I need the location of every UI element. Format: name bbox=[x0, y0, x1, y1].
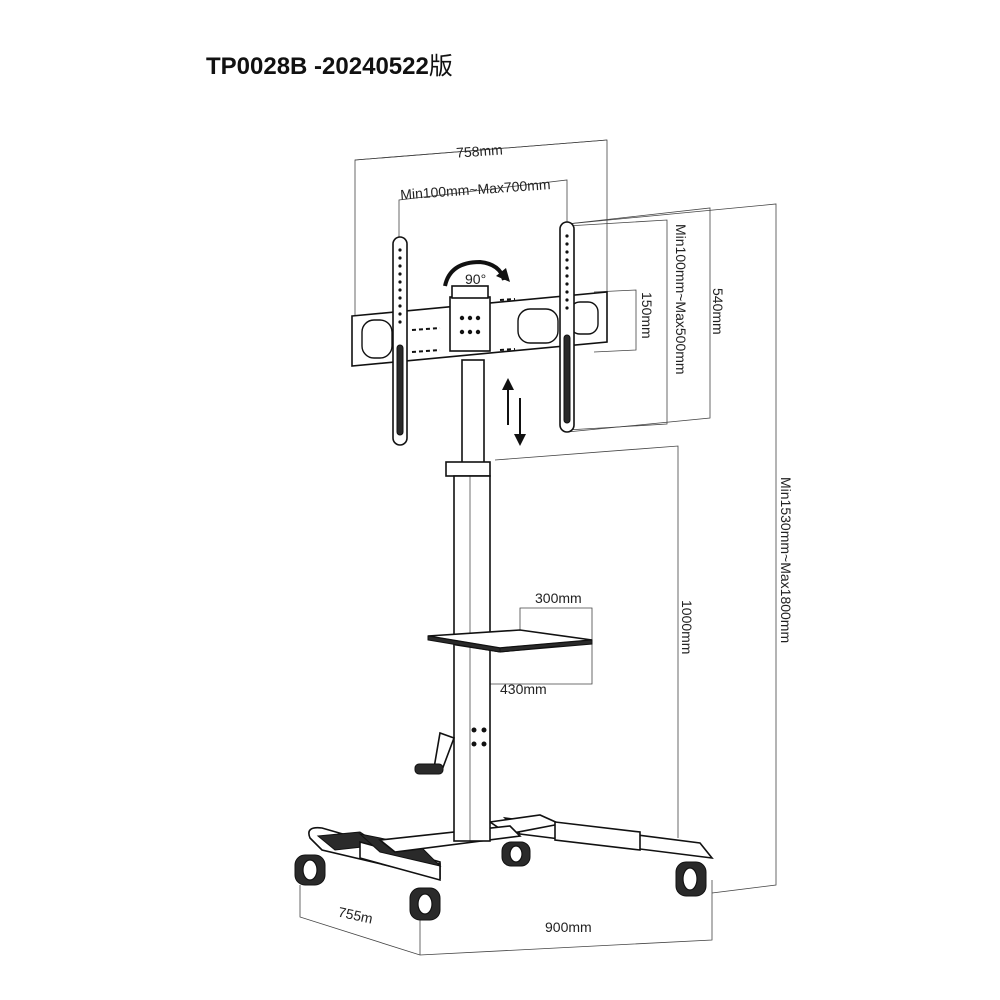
caster-front-left bbox=[294, 854, 326, 886]
rotation-arrow-icon bbox=[443, 259, 510, 287]
label-shelf-depth: 300mm bbox=[535, 590, 582, 606]
label-shelf-height: 1000mm bbox=[679, 600, 695, 654]
height-adjust-arrows-icon bbox=[502, 378, 526, 446]
caster-front-right bbox=[409, 887, 441, 921]
label-vesa-vertical: Min100mm~Max500mm bbox=[673, 224, 689, 375]
tv-mount bbox=[351, 221, 608, 446]
page-title: TP0028B -20240522版 bbox=[206, 46, 453, 81]
column bbox=[445, 359, 491, 842]
model-number: TP0028B -20240522 bbox=[206, 53, 429, 80]
label-rotation: 90° bbox=[465, 271, 486, 287]
label-shelf-width: 430mm bbox=[500, 681, 547, 697]
crank-handle bbox=[414, 731, 456, 775]
label-bracket-height: 540mm bbox=[710, 288, 726, 335]
dimension-lines bbox=[299, 139, 777, 956]
label-mount-width: 758mm bbox=[456, 141, 504, 160]
label-arm-spacing: 150mm bbox=[639, 292, 655, 339]
label-base-depth: 755m bbox=[337, 904, 375, 927]
caster-wheels bbox=[294, 841, 707, 921]
caster-rear-center bbox=[501, 841, 531, 867]
mount-arm-left bbox=[392, 236, 408, 446]
label-total-height: Min1530mm~Max1800mm bbox=[778, 477, 794, 643]
caster-rear-right bbox=[675, 861, 707, 897]
shelf bbox=[427, 629, 593, 653]
version-char: 版 bbox=[428, 52, 453, 80]
mount-arm-right bbox=[559, 221, 575, 433]
label-vesa-horizontal: Min100mm~Max700mm bbox=[400, 176, 551, 202]
label-base-width: 900mm bbox=[545, 919, 592, 935]
